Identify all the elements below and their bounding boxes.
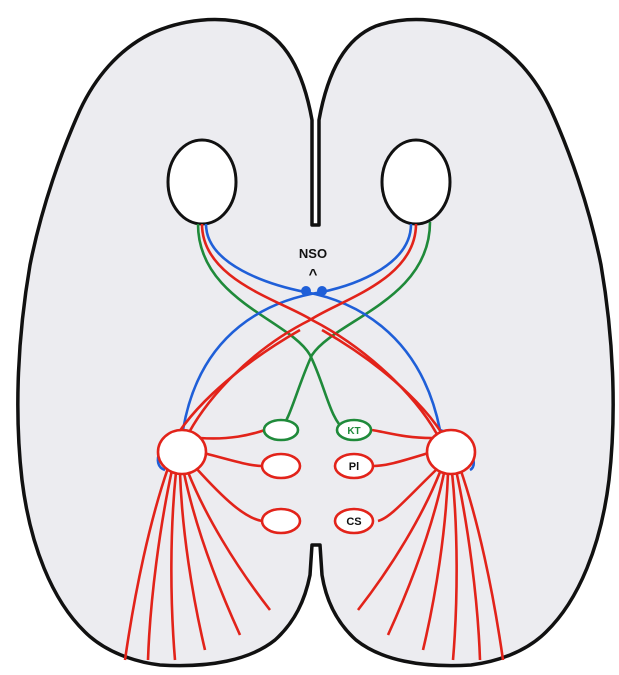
nso-right-dot <box>317 286 327 296</box>
right-nucleus-mid-label: Pl <box>349 461 359 473</box>
right-nucleus-top-label: KT <box>347 426 360 437</box>
left-nucleus-top <box>264 420 298 440</box>
right-nucleus-bottom-label: CS <box>346 516 361 528</box>
left-eye <box>168 140 236 224</box>
right-lgn <box>427 430 475 474</box>
left-nucleus-bottom <box>262 509 300 533</box>
nso-left-dot <box>301 286 311 296</box>
nso-label: NSO <box>299 246 327 261</box>
left-nucleus-mid <box>262 454 300 478</box>
left-lgn <box>158 430 206 474</box>
nso-caret: ^ <box>309 266 318 283</box>
right-eye <box>382 140 450 224</box>
brain-outline <box>18 20 613 666</box>
